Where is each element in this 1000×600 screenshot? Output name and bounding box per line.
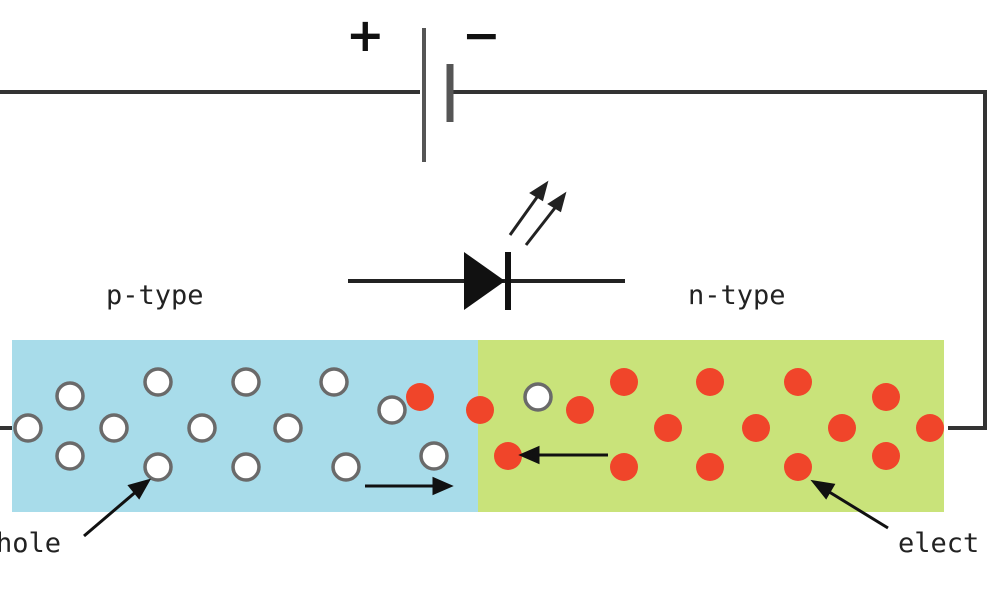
hole-carrier xyxy=(55,441,85,471)
hole-carrier xyxy=(187,413,217,443)
battery-minus-sign: − xyxy=(462,8,501,62)
n-region xyxy=(478,340,944,512)
electron-carrier xyxy=(828,414,856,442)
electron-carrier xyxy=(610,368,638,396)
hole-carrier xyxy=(231,367,261,397)
hole-carrier xyxy=(55,381,85,411)
hole-carrier xyxy=(419,441,449,471)
battery-plus-sign: + xyxy=(346,8,385,62)
holes-group xyxy=(13,367,553,482)
electron-carrier xyxy=(784,368,812,396)
hole-carrier xyxy=(273,413,303,443)
circuit-wire xyxy=(0,90,987,430)
electron-carrier xyxy=(784,453,812,481)
electron-carrier xyxy=(566,396,594,424)
hole-pointer-arrow xyxy=(83,478,152,538)
electron-carrier xyxy=(696,368,724,396)
electron-carrier xyxy=(696,453,724,481)
electron-carrier xyxy=(654,414,682,442)
hole-carrier xyxy=(331,452,361,482)
electron-carrier xyxy=(742,414,770,442)
electron-motion-arrow xyxy=(518,445,608,465)
hole-carrier xyxy=(377,395,407,425)
hole-motion-arrow xyxy=(365,476,454,496)
electron-carrier xyxy=(610,453,638,481)
hole-carrier xyxy=(523,382,553,412)
electrons-group xyxy=(406,368,944,481)
electron-carrier xyxy=(872,383,900,411)
electron-carrier xyxy=(872,442,900,470)
hole-label: hole xyxy=(0,528,62,559)
electron-carrier xyxy=(494,442,522,470)
hole-carrier xyxy=(99,413,129,443)
electron-label: elect xyxy=(898,528,980,559)
n-type-label: n-type xyxy=(688,280,786,311)
light-emission-arrows-icon xyxy=(508,180,567,246)
electron-carrier xyxy=(916,414,944,442)
hole-carrier xyxy=(143,367,173,397)
hole-carrier xyxy=(13,413,43,443)
electron-carrier xyxy=(406,383,434,411)
hole-carrier xyxy=(319,367,349,397)
electron-carrier xyxy=(466,396,494,424)
p-type-label: p-type xyxy=(106,280,204,311)
led-diode-icon xyxy=(348,252,625,310)
electron-pointer-arrow xyxy=(810,479,889,530)
hole-carrier xyxy=(231,452,261,482)
hole-carrier xyxy=(143,452,173,482)
battery-icon xyxy=(422,28,454,162)
